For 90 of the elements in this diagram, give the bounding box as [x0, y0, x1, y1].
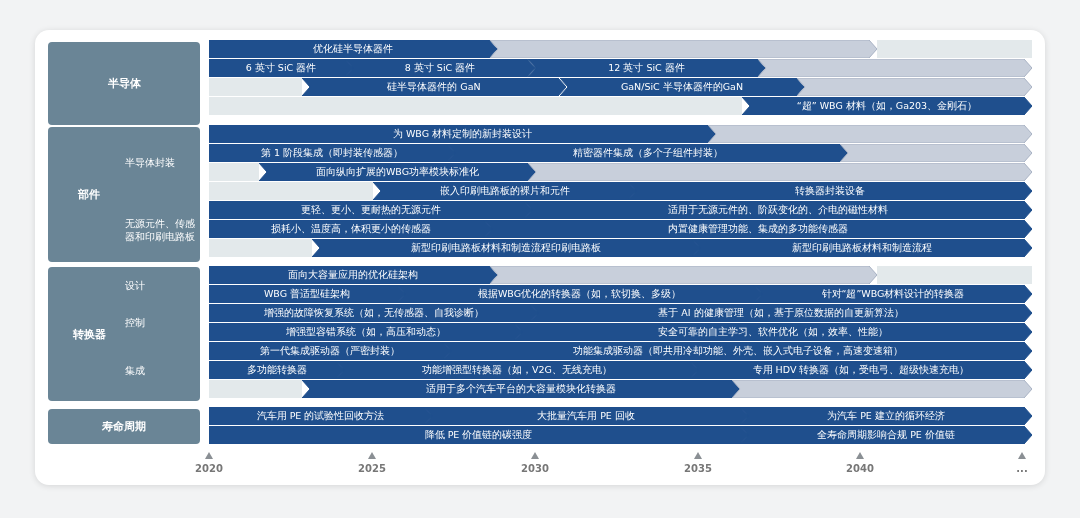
arrow-label: 专用 HDV 转换器（如，受电弓、超级快速充电）: [751, 363, 971, 377]
arrow-label: 功能集成驱动器（即共用冷却功能、外壳、嵌入式电子设备，高速变速箱）: [571, 344, 904, 358]
chevron-bar: [560, 78, 804, 96]
arrow-label: 多功能转换器: [245, 363, 308, 377]
subcategory-label: 设计: [125, 279, 146, 292]
arrow-label: 6 英寸 SiC 器件: [244, 61, 318, 75]
axis-year-label: 2020: [194, 463, 224, 474]
arrow-label: 降低 PE 价值链的碳强度: [423, 428, 534, 442]
chevron-bar: [209, 285, 405, 303]
arrow-label: 精密器件集成（多个子组件封装）: [571, 146, 724, 160]
subcategory-label: 半导体封装: [125, 156, 176, 169]
arrow-label: 功能增强型转换器（如，V2G、无线充电）: [421, 363, 613, 377]
chevron-bar: [754, 285, 1032, 303]
arrow-label: 为汽车 PE 建立的循环经济: [826, 409, 946, 423]
chevron-bar: [692, 239, 1032, 257]
chevron-bar: [312, 239, 700, 257]
arrow-label: GaN/SiC 半导体器件的GaN: [619, 80, 745, 94]
arrow-label: 8 英寸 SiC 器件: [403, 61, 477, 75]
arrow-label: 内置健康管理功能、集成的多功能传感器: [667, 222, 849, 236]
category-header: 寿命周期: [48, 409, 200, 444]
axis-year-label: 2040: [845, 463, 875, 474]
arrow-label: 针对“超”WBG材料设计的转换器: [820, 287, 966, 301]
chevron-bar: [259, 163, 536, 181]
chevron-bar: [209, 201, 532, 219]
chevron-bar: [345, 59, 535, 77]
arrow-label: 面向大容量应用的优化硅架构: [287, 268, 419, 282]
arrow-label: 适用于无源元件的、阶跃变化的、介电的磁性材料: [667, 203, 889, 217]
chevron-bar: [490, 266, 877, 284]
chevron-bar: [528, 59, 765, 77]
chevron-bar: [209, 323, 522, 341]
arrow-label: 适用于多个汽车平台的大容量模块化转换器: [425, 382, 617, 396]
arrow-label: “超” WBG 材料（如，Ga203、金刚石）: [795, 99, 979, 113]
chevron-bar: [209, 361, 344, 379]
arrow-label: 第 1 阶段集成（即封装传感器）: [259, 146, 405, 160]
arrow-label: 安全可靠的自主学习、软件优化（如，效率、性能）: [657, 325, 889, 339]
chevron-bar: [742, 97, 1032, 115]
chevron-bar: [447, 144, 848, 162]
chevron-bar: [524, 201, 1032, 219]
chevron-bar: [628, 182, 1032, 200]
arrow-label: 增强型容错系统（如，高压和动态）: [284, 325, 447, 339]
chevron-bar: [514, 323, 1032, 341]
chevron-bar: [797, 78, 1032, 96]
arrow-label: 根据WBG优化的转换器（如，软切换、多级）: [476, 287, 683, 301]
axis-year-label: 2035: [683, 463, 713, 474]
arrow-label: WBG 普适型硅架构: [262, 287, 352, 301]
chevron-bar: [373, 182, 636, 200]
arrow-label: 损耗小、温度高，体积更小的传感器: [269, 222, 432, 236]
chevron-bar: [209, 266, 497, 284]
arrow-label: 优化硅半导体器件: [312, 42, 394, 56]
arrow-label: 转换器封装设备: [794, 184, 866, 198]
axis-year-label: 2025: [357, 463, 387, 474]
arrow-label: 基于 AI 的健康管理（如，基于原位数据的自更新算法）: [657, 306, 905, 320]
chevron-bar: [424, 407, 748, 425]
chevron-bar: [209, 59, 353, 77]
arrow-label: 增强的故障恢复系统（如，无传感器、自我诊断）: [262, 306, 485, 320]
arrow-label: 大批量汽车用 PE 回收: [536, 409, 636, 423]
arrow-label: 面向纵向扩展的WBG功率模块标准化: [314, 165, 481, 179]
chevron-bar: [209, 220, 492, 238]
chevron-bar: [397, 285, 762, 303]
chevron-bar: [209, 144, 455, 162]
arrow-label: 新型印刷电路板材料和制造流程印刷电路板: [410, 241, 602, 255]
chevron-bar: [530, 304, 1032, 322]
arrow-label: 第一代集成驱动器（严密封装）: [259, 344, 401, 358]
chevron-bar: [740, 426, 1032, 444]
arrow-label: 12 英寸 SiC 器件: [607, 61, 686, 75]
chevron-bar: [732, 380, 1032, 398]
arrow-label: 更轻、更小、更耐热的无源元件: [299, 203, 442, 217]
chevron-bar: [209, 304, 538, 322]
chevron-bar: [708, 125, 1032, 143]
arrow-label: 新型印刷电路板材料和制造流程: [791, 241, 933, 255]
subcategory-label: 控制: [125, 316, 146, 329]
chevron-bar: [758, 59, 1032, 77]
chevron-bar: [209, 342, 451, 360]
chevron-bar: [484, 220, 1032, 238]
chevron-bar: [209, 407, 432, 425]
axis-year-label: 2030: [520, 463, 550, 474]
chevron-bar: [690, 361, 1032, 379]
chevron-bar: [302, 78, 566, 96]
arrow-label: 全寿命周期影响合规 PE 价值链: [816, 428, 956, 442]
arrow-label: 为 WBG 材料定制的新封装设计: [391, 127, 534, 141]
subcategory-label: 集成: [125, 364, 146, 377]
arrow-label: 嵌入印刷电路板的裸片和元件: [438, 184, 571, 198]
subcategory-label: 无源元件、传感器和印刷电路板: [125, 217, 196, 243]
chevron-bar: [740, 407, 1032, 425]
chevron-bar: [490, 40, 877, 58]
arrow-label: 汽车用 PE 的试验性回收方法: [255, 409, 386, 423]
category-header: 半导体: [48, 42, 200, 125]
arrow-label: 硅半导体器件的 GaN: [386, 80, 482, 94]
axis-year-label: ...: [1015, 463, 1029, 474]
chevron-bar: [840, 144, 1032, 162]
